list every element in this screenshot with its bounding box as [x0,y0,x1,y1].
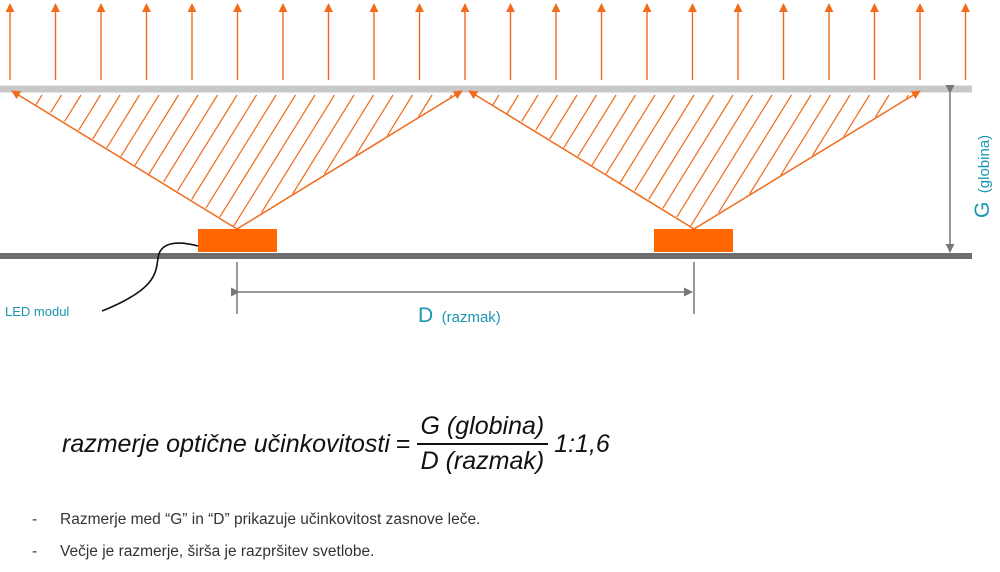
formula-denominator: D (razmak) [420,447,545,475]
hatch-line [591,94,637,166]
hatch-line [449,94,453,98]
hatch-line [521,94,539,122]
hatch-line [106,94,141,149]
hatch-line [163,94,219,183]
notes-list: - Razmerje med “G” in “D” prikazuje učin… [32,508,480,572]
hatch-line [205,94,277,209]
note-bullet: - [32,511,38,528]
hatch-line [676,94,754,218]
hatch-line [233,94,316,227]
hatch-line [780,94,832,176]
light-cone-hatching-right [492,94,910,227]
hatch-line [35,94,43,106]
hatch-line [811,94,851,156]
hatch-line [619,94,676,184]
hatch-line [417,94,433,118]
note-text: Razmerje med “G” in “D” prikazuje učinko… [60,511,481,528]
hatch-line [563,94,598,149]
formula-numerator: G (globina) [416,412,549,445]
note-bullet: - [32,543,38,560]
formula-lhs: razmerje optične učinkovitosti [62,429,390,458]
hatch-line [690,94,773,227]
hatch-line [717,94,793,214]
hatch-line [577,94,617,157]
light-cone-hatching-left [35,94,453,227]
hatch-line [535,94,559,131]
hatch-line [506,94,520,115]
hatch-line [134,94,180,166]
hatch-line [120,94,160,157]
hatch-line [92,94,121,140]
formula-fraction: G (globina) D (razmak) [416,412,549,476]
led-spacing-diagram: LED modul D (razmak) G (globina) [0,3,994,327]
hatch-line [354,94,394,156]
led-module-right [654,229,733,252]
led-module-label: LED modul [5,304,69,319]
hatch-line [64,94,82,122]
hatch-line [605,94,656,175]
hatch-line [749,94,812,195]
note-text: Večje je razmerje, širša je razpršitev s… [60,543,375,560]
hatch-line [323,94,375,175]
hatch-line [549,94,578,140]
hatch-line [634,94,695,192]
spacing-label: D (razmak) [418,304,501,327]
emitted-light-arrows [5,3,970,80]
depth-label: G (globina) [971,135,994,218]
hatch-line [148,94,199,175]
hatch-line [78,94,102,131]
formula-equals: = [395,429,411,458]
hatch-line [191,94,258,200]
hatch-line [260,94,336,214]
led-module-left [198,229,277,252]
hatch-line [905,94,910,99]
hatch-line [648,94,715,200]
hatch-line [874,94,890,118]
light-cone-left [11,90,463,230]
note-item: - Razmerje med “G” in “D” prikazuje učin… [32,508,480,540]
hatch-line [219,94,297,218]
hatch-line [843,94,871,138]
efficiency-formula: razmerje optične učinkovitosti = G (glob… [62,404,610,484]
light-cone-right [468,90,921,230]
hatch-line [492,94,500,106]
note-item: - Večje je razmerje, širša je razpršitev… [32,540,480,572]
led-module-leader-line [101,242,199,312]
hatch-line [292,94,355,195]
formula-ratio: 1:1,6 [554,429,610,458]
hatch-line [662,94,734,209]
hatch-line [177,94,238,192]
hatch-line [50,94,63,113]
spacing-dimension [230,262,695,314]
hatch-line [386,94,414,137]
